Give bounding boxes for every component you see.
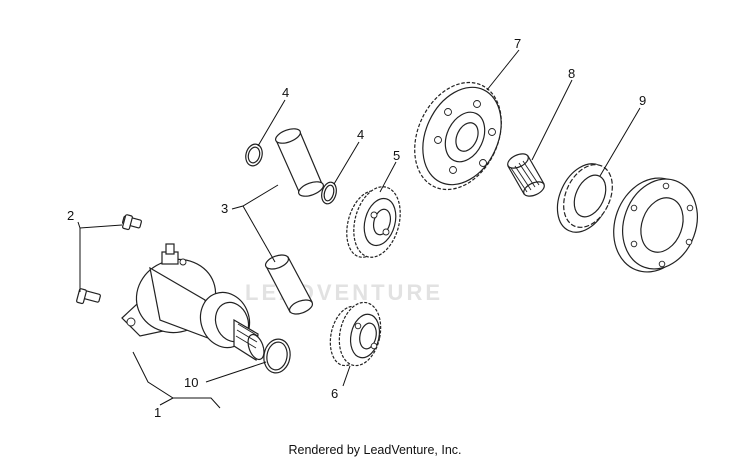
callout-7: 7 [514,36,521,51]
needle-bearing-8[interactable] [505,151,546,199]
lower-gear-6[interactable] [325,299,386,370]
bolt-upper[interactable] [122,214,142,231]
freewheel-clutch-9[interactable] [547,155,622,241]
starter-motor[interactable] [121,243,267,362]
callout-1: 1 [154,405,161,420]
callout-4-right: 4 [357,127,364,142]
callout-8: 8 [568,66,575,81]
pin-lower[interactable] [264,252,315,316]
callout-2: 2 [67,208,74,223]
callout-4-left: 4 [282,85,289,100]
pin-upper[interactable] [274,126,326,199]
o-ring-10[interactable] [261,337,293,375]
callout-9: 9 [639,93,646,108]
intermediate-gear-5[interactable] [340,182,408,263]
callout-3: 3 [221,201,228,216]
large-gear-7[interactable] [398,68,518,203]
o-ring-4-right[interactable] [319,181,338,206]
o-ring-4-left[interactable] [243,142,264,167]
leader-lines [77,49,641,409]
callout-6: 6 [331,386,338,401]
bolt-lower[interactable] [76,288,101,305]
clutch-housing[interactable] [601,167,710,283]
footer-caption: Rendered by LeadVenture, Inc. [288,443,462,457]
callout-5: 5 [393,148,400,163]
callout-10: 10 [184,375,198,390]
